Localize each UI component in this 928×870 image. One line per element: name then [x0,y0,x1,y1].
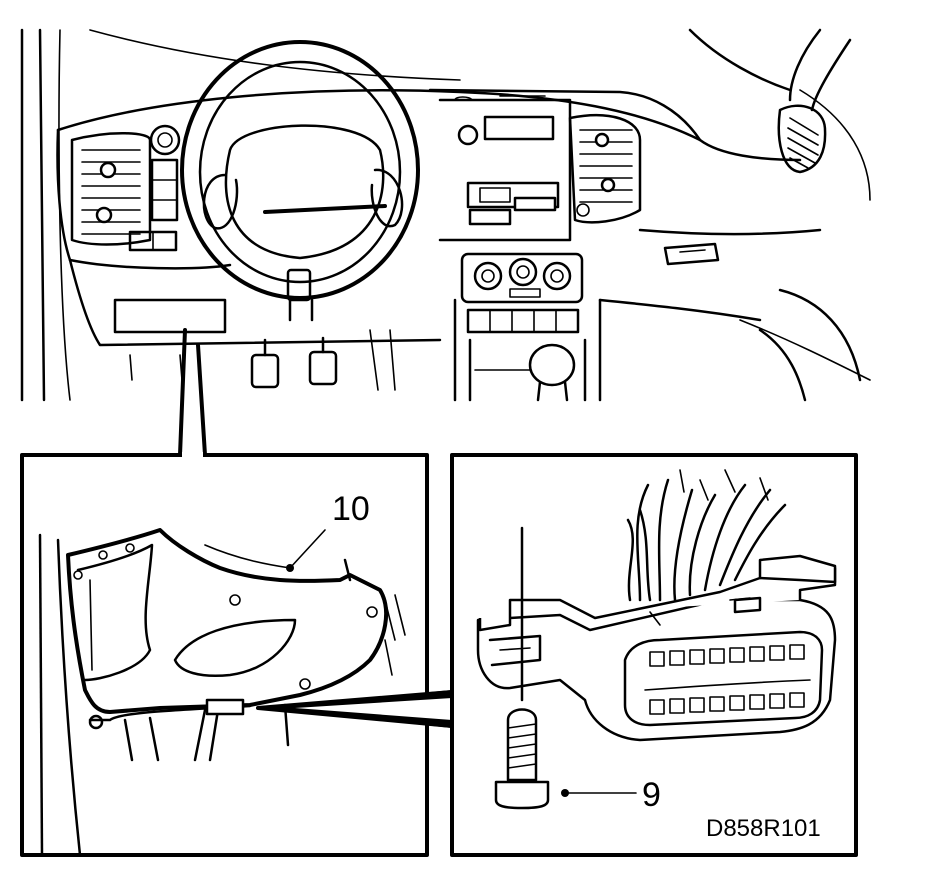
callout-9: 9 [642,776,661,814]
leader-to-inset-left [178,328,207,457]
dashboard-overview [20,28,871,402]
inset-right-diagnostic-connector [450,453,858,857]
figure-reference: D858R101 [706,815,821,842]
callout-10: 10 [332,490,370,528]
inset-left-fuse-cover [20,452,429,857]
